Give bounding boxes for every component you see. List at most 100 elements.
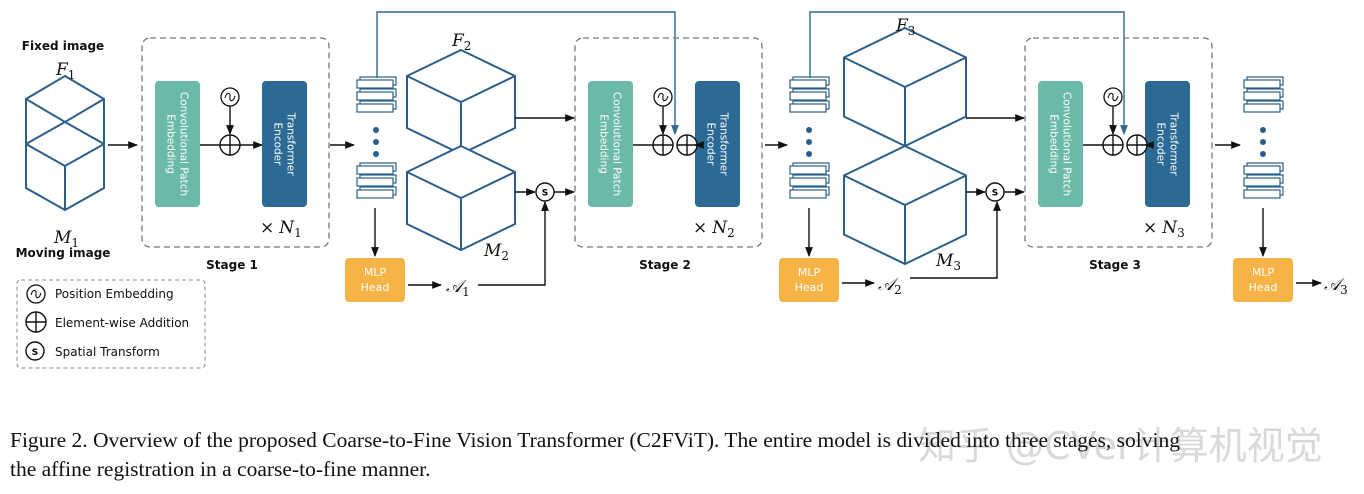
stage-3-output-token xyxy=(1243,103,1281,113)
stage-3-repeat-n: 3 xyxy=(1177,226,1185,240)
stage-3-transformer-encoder-block xyxy=(1145,81,1190,207)
mlp-head-1 xyxy=(345,258,405,302)
stage-2-repeat-label: ×N2 xyxy=(693,218,735,240)
stage-2-label: Stage 2 xyxy=(639,258,691,272)
stage-3-conv-label-line: Embedding xyxy=(1048,114,1060,174)
stage-1-addition-icon-cross xyxy=(220,135,240,155)
stage-2-output-token xyxy=(789,165,827,175)
stage-1-transformer-encoder-block xyxy=(262,81,307,207)
stage-2-transformer-encoder-block xyxy=(695,81,740,207)
m1-label: M1 xyxy=(53,228,79,250)
m3-label: M3 xyxy=(935,251,961,273)
spatial-transform-1-symbol: S xyxy=(542,189,548,199)
stage-1-conv-label: Convolutional PatchEmbedding xyxy=(165,92,190,196)
stage-2-output-ellipsis-dot xyxy=(806,139,812,145)
stage-1-output-ellipsis-dot xyxy=(373,139,379,145)
stage-1-transformer-label-line: Encoder xyxy=(272,123,284,167)
stage-2-box xyxy=(574,37,763,248)
stage-2-conv-label-line: Embedding xyxy=(598,114,610,174)
stage-1-output-ellipsis-dot xyxy=(373,151,379,157)
stage-1-output-token xyxy=(356,79,394,89)
stage-1-transformer-label-line: Transformer xyxy=(285,111,297,176)
stage-2-transformer-label-line: Encoder xyxy=(705,123,717,167)
stage-2-conv-label-line: Convolutional Patch xyxy=(611,92,623,196)
stage-1-box xyxy=(141,37,330,248)
stage-3-repeat-label: ×N3 xyxy=(1143,218,1185,240)
caption-line-1: Figure 2. Overview of the proposed Coars… xyxy=(10,428,1180,452)
stage-2-addition-icon-cross xyxy=(653,135,673,155)
stage-1-output-token xyxy=(356,177,394,187)
a1-to-spatial-arrow xyxy=(478,201,549,286)
stage-2-transformer-label: TransformerEncoder xyxy=(705,111,730,176)
stage-2-output-token xyxy=(789,79,827,89)
f2-label: F2 xyxy=(451,31,471,53)
stage-2-output-token xyxy=(789,103,827,113)
stage-2-repeat-N: N xyxy=(711,218,728,238)
caption-line-2: the affine registration in a coarse-to-f… xyxy=(10,457,431,481)
stage-3-addition-icon-cross xyxy=(1103,135,1123,155)
fixed-image-label: Fixed image xyxy=(22,39,104,53)
stage-1-conv-patch-embedding-block xyxy=(155,81,200,207)
stage-3-transformer-label-line: Transformer xyxy=(1168,111,1180,176)
stage-3-conv-patch-embedding-block xyxy=(1038,81,1083,207)
stage-3-output-ellipsis-dot xyxy=(1260,139,1266,145)
stage-3-box xyxy=(1024,37,1213,248)
skip-connection-1 xyxy=(376,11,679,135)
stage-3-transformer-label-line: Encoder xyxy=(1155,123,1167,167)
mlp-head-3 xyxy=(1233,258,1293,302)
moving-image-label: Moving image xyxy=(16,246,111,260)
stage-3-label: Stage 3 xyxy=(1089,258,1141,272)
stage-2-conv-label: Convolutional PatchEmbedding xyxy=(598,92,623,196)
stage-2-position-embedding-icon-wave xyxy=(657,92,669,102)
stage-2-output-token xyxy=(789,189,827,199)
stage-1-output-ellipsis-dot xyxy=(373,127,379,133)
stage-3-conv-label-line: Convolutional Patch xyxy=(1061,92,1073,196)
stage-1-conv-label-line: Convolutional Patch xyxy=(178,92,190,196)
stage-1-label: Stage 1 xyxy=(206,258,258,272)
watermark: 知乎 @CVer计算机视觉 xyxy=(918,424,1323,468)
stage-3-transformer-label: TransformerEncoder xyxy=(1155,111,1180,176)
stage-3-output-ellipsis-dot xyxy=(1260,151,1266,157)
stage-1-repeat-N: N xyxy=(278,218,295,238)
stage-1-output-token xyxy=(356,189,394,199)
stage-3-output-token xyxy=(1243,165,1281,175)
stage-2-conv-patch-embedding-block xyxy=(588,81,633,207)
stage-3-output-token xyxy=(1243,91,1281,101)
spatial-transform-icon-circle xyxy=(25,341,45,361)
stage-1-repeat-times: × xyxy=(260,218,274,238)
stage-1-repeat-n: 1 xyxy=(294,226,302,240)
a2-label: 𝒜2 xyxy=(878,275,902,297)
element-wise-addition-icon-cross xyxy=(26,312,46,332)
spatial-transform-icon: S xyxy=(32,348,38,358)
stage-2-addition-icon-2-cross xyxy=(677,135,697,155)
legend-spatial-transform: Spatial Transform xyxy=(55,345,160,359)
a1-label: 𝒜1 xyxy=(446,277,470,299)
stage-3-output-token xyxy=(1243,79,1281,89)
legend-position-embedding: Position Embedding xyxy=(55,287,174,301)
legend-box xyxy=(16,279,206,369)
spatial-transform-2-symbol: S xyxy=(992,189,998,199)
stage-3-repeat-times: × xyxy=(1143,218,1157,238)
f3-label: F3 xyxy=(895,16,915,38)
stage-3-conv-label: Convolutional PatchEmbedding xyxy=(1048,92,1073,196)
stage-2-repeat-n: 2 xyxy=(727,226,735,240)
stage-3-output-ellipsis-dot xyxy=(1260,127,1266,133)
f1-label: F1 xyxy=(55,60,75,82)
position-embedding-icon-wave xyxy=(30,289,42,299)
stage-1-conv-label-line: Embedding xyxy=(165,114,177,174)
stage-3-output-token xyxy=(1243,177,1281,187)
a3-label: 𝒜3 xyxy=(1324,275,1348,297)
stage-2-output-ellipsis-dot xyxy=(806,151,812,157)
stage-2-output-token xyxy=(789,91,827,101)
stage-1-output-token xyxy=(356,165,394,175)
stage-2-output-ellipsis-dot xyxy=(806,127,812,133)
stage-2-repeat-times: × xyxy=(693,218,707,238)
stage-1-output-token xyxy=(356,91,394,101)
m2-label: M2 xyxy=(483,241,509,263)
stage-1-output-token xyxy=(356,103,394,113)
